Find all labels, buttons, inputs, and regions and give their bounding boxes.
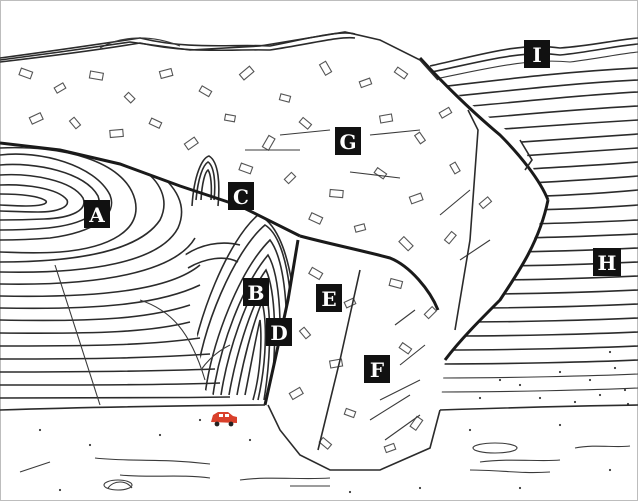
label-F-text: F [370,358,384,382]
label-G: G [335,127,361,155]
label-F: F [364,355,390,383]
label-C: C [228,182,254,210]
label-E: E [316,284,342,312]
label-C-text: C [233,185,249,209]
label-B-text: B [248,281,265,305]
label-H-text: H [598,251,617,275]
label-D: D [266,318,292,346]
label-H: H [593,248,621,276]
label-I-text: I [532,43,541,67]
label-G-text: G [339,130,356,154]
label-A-text: A [88,203,105,227]
label-A: A [84,200,110,228]
label-E-text: E [321,287,336,311]
label-I: I [524,40,550,68]
label-D-text: D [270,321,287,345]
label-B: B [243,278,269,306]
